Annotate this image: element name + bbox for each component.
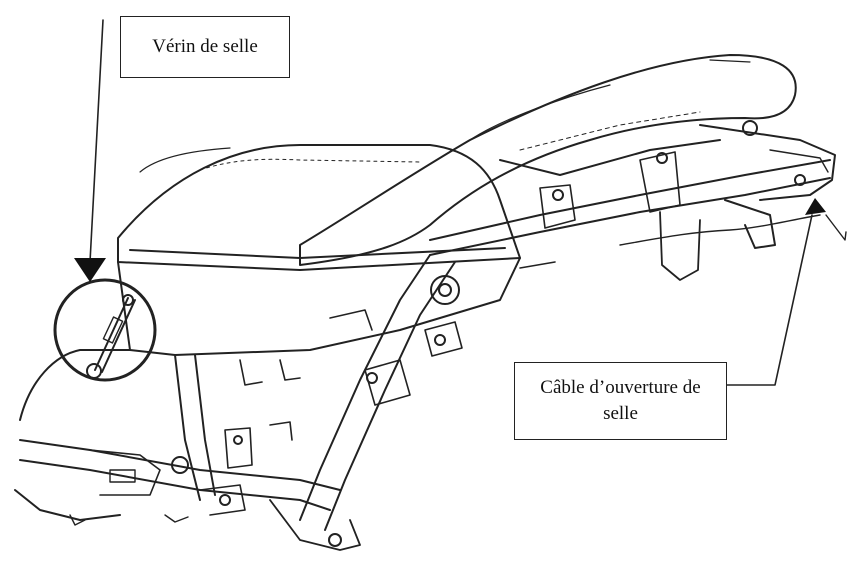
- seat-opening-cable: [619, 214, 847, 246]
- box-brackets: [239, 261, 556, 386]
- storage-box: [117, 144, 521, 356]
- strut-arrowhead: [74, 258, 106, 282]
- frame-upper-rails: [429, 139, 831, 281]
- cable-arrowhead: [805, 198, 826, 215]
- seat: [299, 54, 797, 266]
- frame-lower: [14, 349, 361, 551]
- seat-opening-cable-label: Câble d’ouverture de selle: [514, 362, 727, 440]
- strut-highlight-circle: [53, 278, 157, 382]
- seat-strut-label: Vérin de selle: [120, 16, 290, 78]
- frame-main-tubes: [299, 254, 463, 531]
- strut-leader-line: [89, 19, 104, 263]
- cable-leader-line: [726, 214, 813, 386]
